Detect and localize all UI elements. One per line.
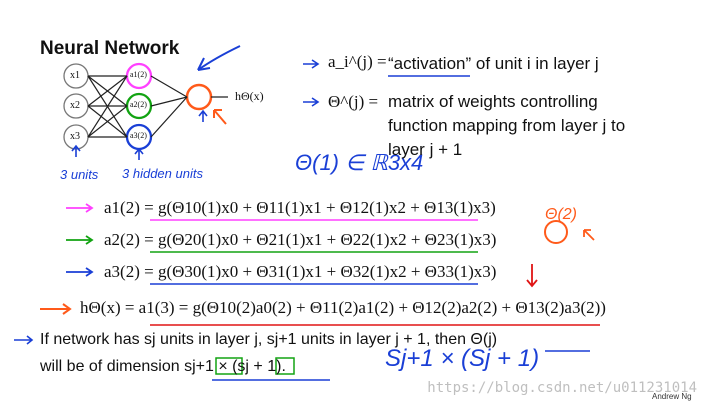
output-node: [185, 83, 213, 111]
highlight-sj: [275, 357, 295, 375]
author-credit: Andrew Ng: [652, 392, 692, 401]
output-label: hΘ(x): [235, 89, 264, 103]
arrow-bottom: [14, 335, 34, 345]
hidden-label-2: a2(2): [130, 100, 147, 109]
equation-h: hΘ(x) = a1(3) = g(Θ10(2)a0(2) + Θ11(2)a1…: [80, 298, 606, 317]
arrow-theta: [303, 97, 320, 107]
input-hidden-connections: [87, 75, 128, 138]
equation-a1: a1(2) = g(Θ10(1)x0 + Θ11(1)x1 + Θ12(1)x2…: [104, 198, 496, 217]
watermark: https://blog.csdn.net/u011231014: [427, 380, 697, 396]
annotation-theta-dim: Θ(1) ∈ ℝ3x4: [295, 150, 424, 175]
bottom-line-1: If network has sj units in layer j, sj+1…: [40, 331, 498, 348]
bottom-line-2: will be of dimension sj+1 × (sj + 1).: [40, 358, 286, 375]
input-label-3: x3: [70, 131, 80, 142]
hidden-output-connections: [150, 75, 228, 138]
handwritten-arrow-hidden: [197, 45, 241, 71]
annotation-sj-formula: Sj+1 × (Sj + 1): [385, 345, 540, 372]
arrow-down-red: [526, 264, 538, 288]
arrow-eq3: [66, 267, 94, 277]
annotation-3-hidden-units: 3 hidden units: [122, 166, 203, 181]
equation-a3: a3(2) = g(Θ30(1)x0 + Θ31(1)x1 + Θ32(1)x2…: [104, 262, 497, 281]
theta-definition-line2: function mapping from layer j to: [388, 116, 626, 135]
hidden-label-1: a1(2): [130, 70, 147, 79]
arrow-under-inputs: [71, 144, 81, 157]
annotation-theta2: Θ(2): [545, 206, 577, 223]
input-label-2: x2: [70, 100, 80, 111]
page-title: Neural Network: [40, 38, 180, 59]
arrow-orange-output: [213, 109, 227, 125]
equation-a2: a2(2) = g(Θ20(1)x0 + Θ21(1)x1 + Θ22(1)x2…: [104, 230, 497, 249]
input-label-1: x1: [70, 70, 80, 81]
arrow-theta2: [583, 229, 595, 241]
arrow-under-output: [198, 109, 208, 122]
theta-definition-line1: matrix of weights controlling: [388, 92, 598, 111]
arrow-eq4: [40, 303, 72, 315]
annotation-3-units: 3 units: [60, 167, 99, 182]
theta2-circle: [544, 220, 568, 244]
theta-symbol: Θ^(j) =: [328, 92, 379, 111]
arrow-eq1: [66, 203, 94, 213]
theta-definition-line3: layer j + 1: [388, 140, 463, 159]
arrow-eq2: [66, 235, 94, 245]
activation-symbol: a_i^(j) =: [328, 52, 387, 71]
arrow-under-hidden: [134, 147, 144, 160]
arrow-activation: [303, 59, 320, 69]
hidden-label-3: a3(2): [130, 131, 147, 140]
highlight-sj1: [215, 357, 243, 375]
activation-definition: “activation” of unit i in layer j: [388, 54, 599, 73]
